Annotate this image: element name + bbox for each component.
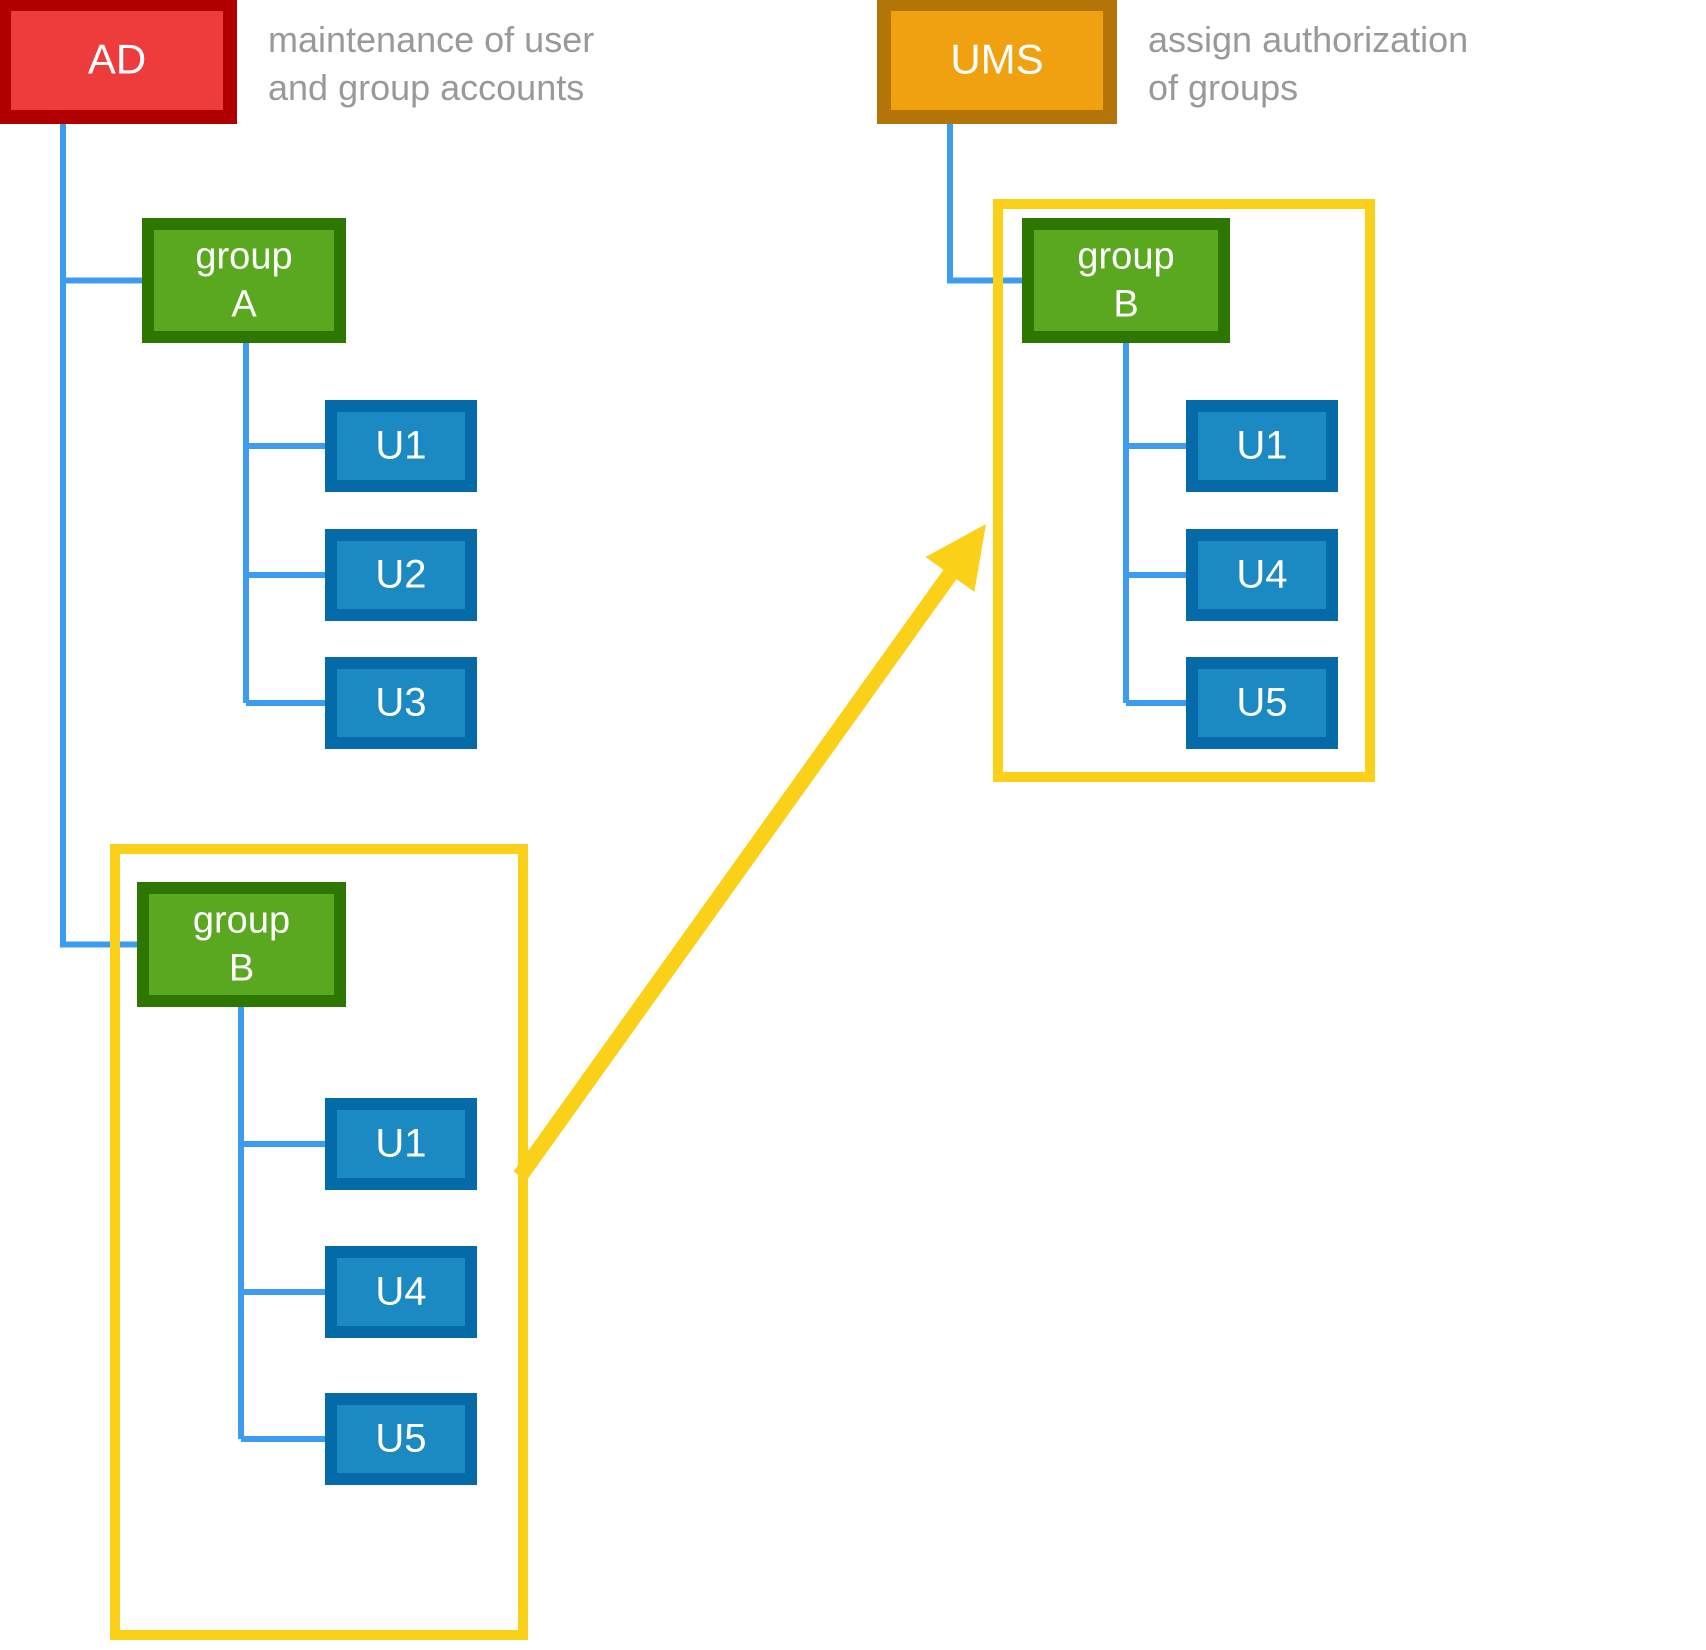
node-group-b-left-label-line1: group <box>193 900 290 942</box>
arrow-head <box>925 524 986 592</box>
node-user-group-b-right-2[interactable]: U5 <box>1186 657 1338 749</box>
node-user-box <box>325 400 477 492</box>
arrow-shaft <box>513 569 957 1181</box>
connectors-group-a <box>243 337 331 706</box>
connector-ad-to-group-b-left <box>60 117 143 948</box>
connectors-group-b-left <box>238 1001 331 1442</box>
caption-ums-line2: of groups <box>1148 67 1298 108</box>
node-ad-box <box>0 0 237 124</box>
node-user-label: U1 <box>1236 424 1287 468</box>
node-user-box <box>325 1246 477 1338</box>
container-group-b-right <box>993 199 1375 782</box>
node-group-a-label-line2: A <box>231 284 257 326</box>
node-user-group-b-left-0[interactable]: U1 <box>325 1098 477 1190</box>
caption-ums: assign authorization of groups <box>1148 19 1468 108</box>
node-user-label: U1 <box>375 424 426 468</box>
group-sync-arrow <box>513 524 986 1181</box>
node-user-group-b-right-1[interactable]: U4 <box>1186 529 1338 621</box>
node-group-b-right[interactable]: group B <box>1022 218 1230 343</box>
node-user-label: U5 <box>1236 681 1287 725</box>
node-user-box <box>325 1098 477 1190</box>
node-group-b-right-box <box>1022 218 1230 343</box>
node-user-group-a-2[interactable]: U3 <box>325 657 477 749</box>
node-user-box <box>1186 529 1338 621</box>
node-ums-label: UMS <box>950 36 1043 83</box>
node-group-b-left-label-line2: B <box>229 948 254 990</box>
connectors-ums <box>947 117 1028 284</box>
node-ums-box <box>877 0 1117 124</box>
node-user-label: U4 <box>1236 553 1287 597</box>
node-ad[interactable]: AD <box>0 0 237 124</box>
caption-ums-line1: assign authorization <box>1148 19 1468 60</box>
node-group-b-left[interactable]: group B <box>137 882 346 1007</box>
connectors-group-b-right <box>1123 337 1192 706</box>
node-user-group-b-left-2[interactable]: U5 <box>325 1393 477 1485</box>
container-group-b-left <box>110 844 528 1640</box>
node-user-label: U1 <box>375 1122 426 1166</box>
connector-ums-to-group-b-right <box>947 117 1028 284</box>
node-user-label: U3 <box>375 681 426 725</box>
node-user-group-a-0[interactable]: U1 <box>325 400 477 492</box>
node-user-box <box>325 529 477 621</box>
node-group-b-right-label-line2: B <box>1113 284 1138 326</box>
node-user-label: U5 <box>375 1417 426 1461</box>
node-user-box <box>325 657 477 749</box>
node-user-box <box>1186 657 1338 749</box>
node-user-label: U2 <box>375 553 426 597</box>
connectors-ad <box>60 117 148 948</box>
node-ad-label: AD <box>88 36 146 83</box>
caption-ad-line1: maintenance of user <box>268 19 594 60</box>
caption-ad-line2: and group accounts <box>268 67 584 108</box>
node-group-b-left-box <box>137 882 346 1007</box>
node-user-group-b-left-1[interactable]: U4 <box>325 1246 477 1338</box>
node-group-a[interactable]: group A <box>142 218 346 343</box>
node-group-a-box <box>142 218 346 343</box>
node-user-group-b-right-0[interactable]: U1 <box>1186 400 1338 492</box>
caption-ad: maintenance of user and group accounts <box>268 19 594 108</box>
node-user-box <box>1186 400 1338 492</box>
node-ums[interactable]: UMS <box>877 0 1117 124</box>
node-user-group-a-1[interactable]: U2 <box>325 529 477 621</box>
node-group-b-right-label-line1: group <box>1077 236 1174 278</box>
node-user-label: U4 <box>375 1270 426 1314</box>
node-group-a-label-line1: group <box>195 236 292 278</box>
node-user-box <box>325 1393 477 1485</box>
